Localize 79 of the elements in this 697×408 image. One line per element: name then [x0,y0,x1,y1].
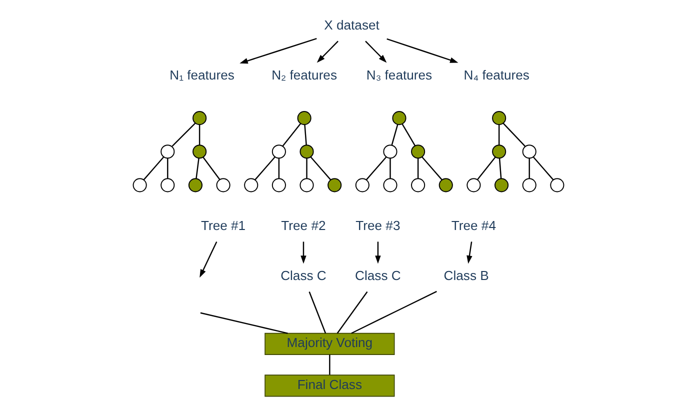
node-circle [355,178,370,192]
node-text: X dataset [324,18,380,33]
node-circle [494,178,509,192]
node-text: Class C [280,268,326,283]
connector [306,158,308,179]
connector [391,124,398,146]
node-circle [392,111,406,126]
arrow [316,40,338,63]
connector [254,156,276,180]
node-circle [160,144,175,159]
connector [196,158,200,179]
connector [167,158,168,179]
connector [498,158,502,179]
connector [498,124,500,145]
connector [390,158,391,179]
connector [304,124,307,146]
node-circle [272,144,286,159]
connector [329,354,330,375]
node-text: N₃ features [366,67,432,82]
connector [502,122,526,147]
node-circle [466,178,481,192]
node-circle [328,178,342,192]
node-circle [300,144,314,159]
arrow [375,242,381,264]
node-text: Tree #4 [451,218,496,234]
node-text: Class B [444,268,489,283]
node-circle [522,178,536,192]
connector [310,156,332,180]
node-text: N₁ features [170,67,234,82]
connector [308,292,326,334]
connector [198,124,200,145]
node-circle [188,178,202,192]
node-circle [522,144,536,159]
arrow [300,242,306,264]
node-circle [411,178,426,192]
arrow [386,38,458,63]
node-circle [192,144,207,159]
connector [402,124,416,146]
arrow [240,38,317,64]
connector [417,158,419,179]
node-circle [438,178,453,192]
node-circle [160,178,175,192]
connector [143,156,164,180]
node-circle [383,178,398,192]
node-box: Final Class [264,374,395,397]
connector [172,122,196,147]
connector [202,157,220,180]
arrow [200,241,218,278]
node-circle [216,178,230,192]
connector [366,156,387,180]
connector [351,290,437,334]
node-circle [550,178,564,192]
node-text: Class C [355,268,401,283]
node-text: Tree #1 [200,218,246,234]
connector [476,156,496,180]
node-text: Tree #2 [281,218,326,234]
node-circle [492,144,506,159]
node-circle [300,178,314,192]
connector [528,158,530,179]
node-circle [411,144,426,159]
node-circle [297,111,312,126]
connector [336,291,368,334]
connector [282,123,302,146]
node-circle [132,178,147,192]
arrow [466,242,472,264]
node-circle [244,178,258,192]
node-circle [492,111,506,126]
connector [422,156,442,180]
arrow [365,40,387,63]
connector [278,158,280,179]
node-text: Tree #3 [356,218,400,234]
connector [533,156,554,180]
node-text: N₄ features [464,67,530,82]
node-circle [192,111,207,126]
node-box: Majority Voting [264,332,395,355]
connector [200,312,288,334]
node-circle [272,178,286,192]
node-text: N₂ features [272,67,338,82]
node-circle [383,144,398,159]
